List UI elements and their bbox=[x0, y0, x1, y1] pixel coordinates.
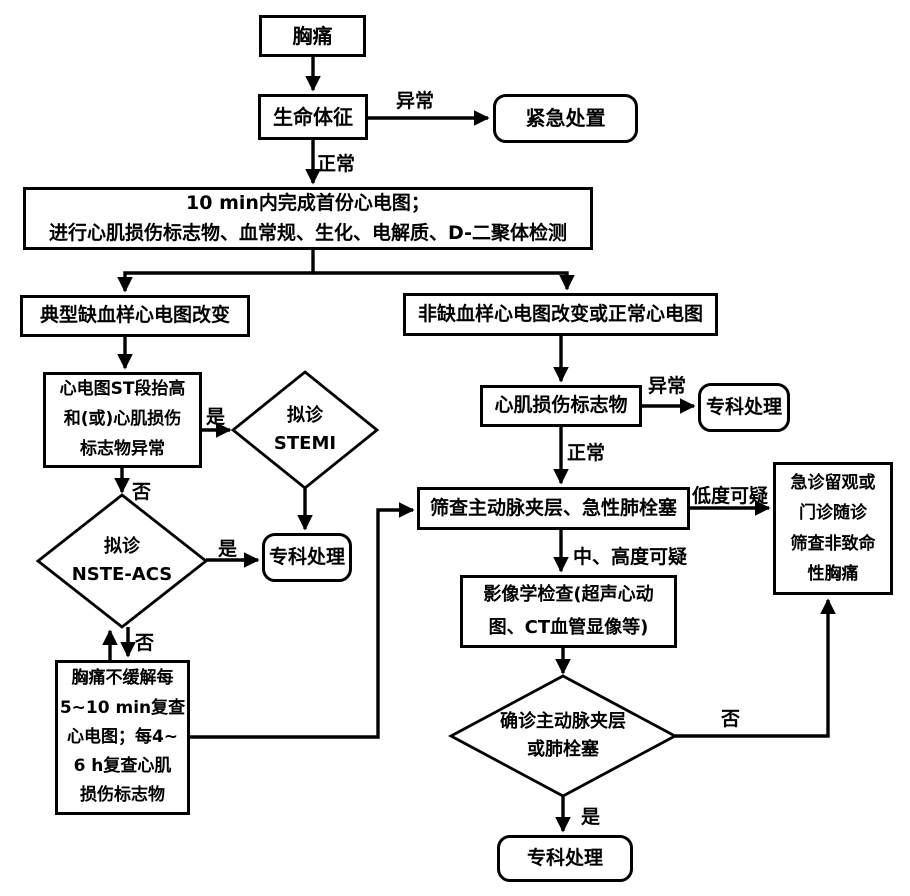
stemi-diamond-label: 拟诊 STEMI bbox=[273, 405, 337, 454]
node-vital-signs: 生命体征 bbox=[258, 94, 368, 140]
node-imaging-exam: 影像学检查(超声心动 图、CT血管显像等) bbox=[460, 575, 677, 648]
node-cardiac-markers: 心肌损伤标志物 bbox=[480, 385, 642, 427]
stemi-diamond bbox=[230, 370, 380, 490]
label-no-nste: 否 bbox=[135, 632, 155, 654]
edge-recheck-screen bbox=[190, 502, 415, 739]
label-abnormal-markers: 异常 bbox=[648, 375, 687, 397]
confirm-diamond bbox=[448, 674, 678, 798]
label-mid-high-suspicion: 中、高度可疑 bbox=[573, 546, 688, 568]
node-initial-workup: 10 min内完成首份心电图； 进行心肌损伤标志物、血常规、生化、电解质、D-二… bbox=[23, 187, 593, 250]
nste-acs-diamond-label: 拟诊 NSTE-ACS bbox=[71, 536, 173, 585]
label-low-suspicion: 低度可疑 bbox=[692, 485, 769, 507]
nste-acs-diamond bbox=[35, 493, 209, 629]
label-no-stemi: 否 bbox=[132, 481, 152, 503]
node-specialist-treatment-bottom: 专科处理 bbox=[497, 835, 633, 882]
node-specialist-treatment-right: 专科处理 bbox=[698, 383, 790, 432]
edge-workup-typical bbox=[117, 250, 315, 293]
label-normal-vital: 正常 bbox=[317, 153, 356, 175]
label-no-confirm: 否 bbox=[721, 708, 741, 730]
label-yes-nste: 是 bbox=[218, 538, 238, 560]
edge-workup-nonischemic bbox=[313, 271, 575, 291]
node-chest-pain: 胸痛 bbox=[259, 15, 366, 57]
edge-confirm-observe bbox=[675, 598, 836, 738]
node-typical-ischemic-ecg: 典型缺血样心电图改变 bbox=[20, 295, 250, 337]
node-st-elevation: 心电图ST段抬高 和(或)心肌损伤 标志物异常 bbox=[43, 372, 202, 468]
node-recheck: 胸痛不缓解每 5~10 min复查 心电图；每4~ 6 h复查心肌 损伤标志物 bbox=[55, 660, 190, 815]
node-non-ischemic-ecg: 非缺血样心电图改变或正常心电图 bbox=[403, 293, 718, 336]
label-normal-markers: 正常 bbox=[567, 442, 606, 464]
node-er-observation: 急诊留观或 门诊随诊 筛查非致命 性胸痛 bbox=[773, 462, 893, 595]
node-screen-dissection-pe: 筛查主动脉夹层、急性肺栓塞 bbox=[417, 487, 690, 530]
label-abnormal-vital: 异常 bbox=[396, 90, 435, 112]
node-specialist-treatment-left: 专科处理 bbox=[262, 533, 352, 582]
node-emergency-treatment: 紧急处置 bbox=[493, 94, 638, 143]
label-yes-stemi: 是 bbox=[206, 406, 226, 428]
label-yes-confirm: 是 bbox=[581, 806, 601, 828]
confirm-diamond-label: 确诊主动脉夹层 或肺栓塞 bbox=[500, 711, 626, 760]
